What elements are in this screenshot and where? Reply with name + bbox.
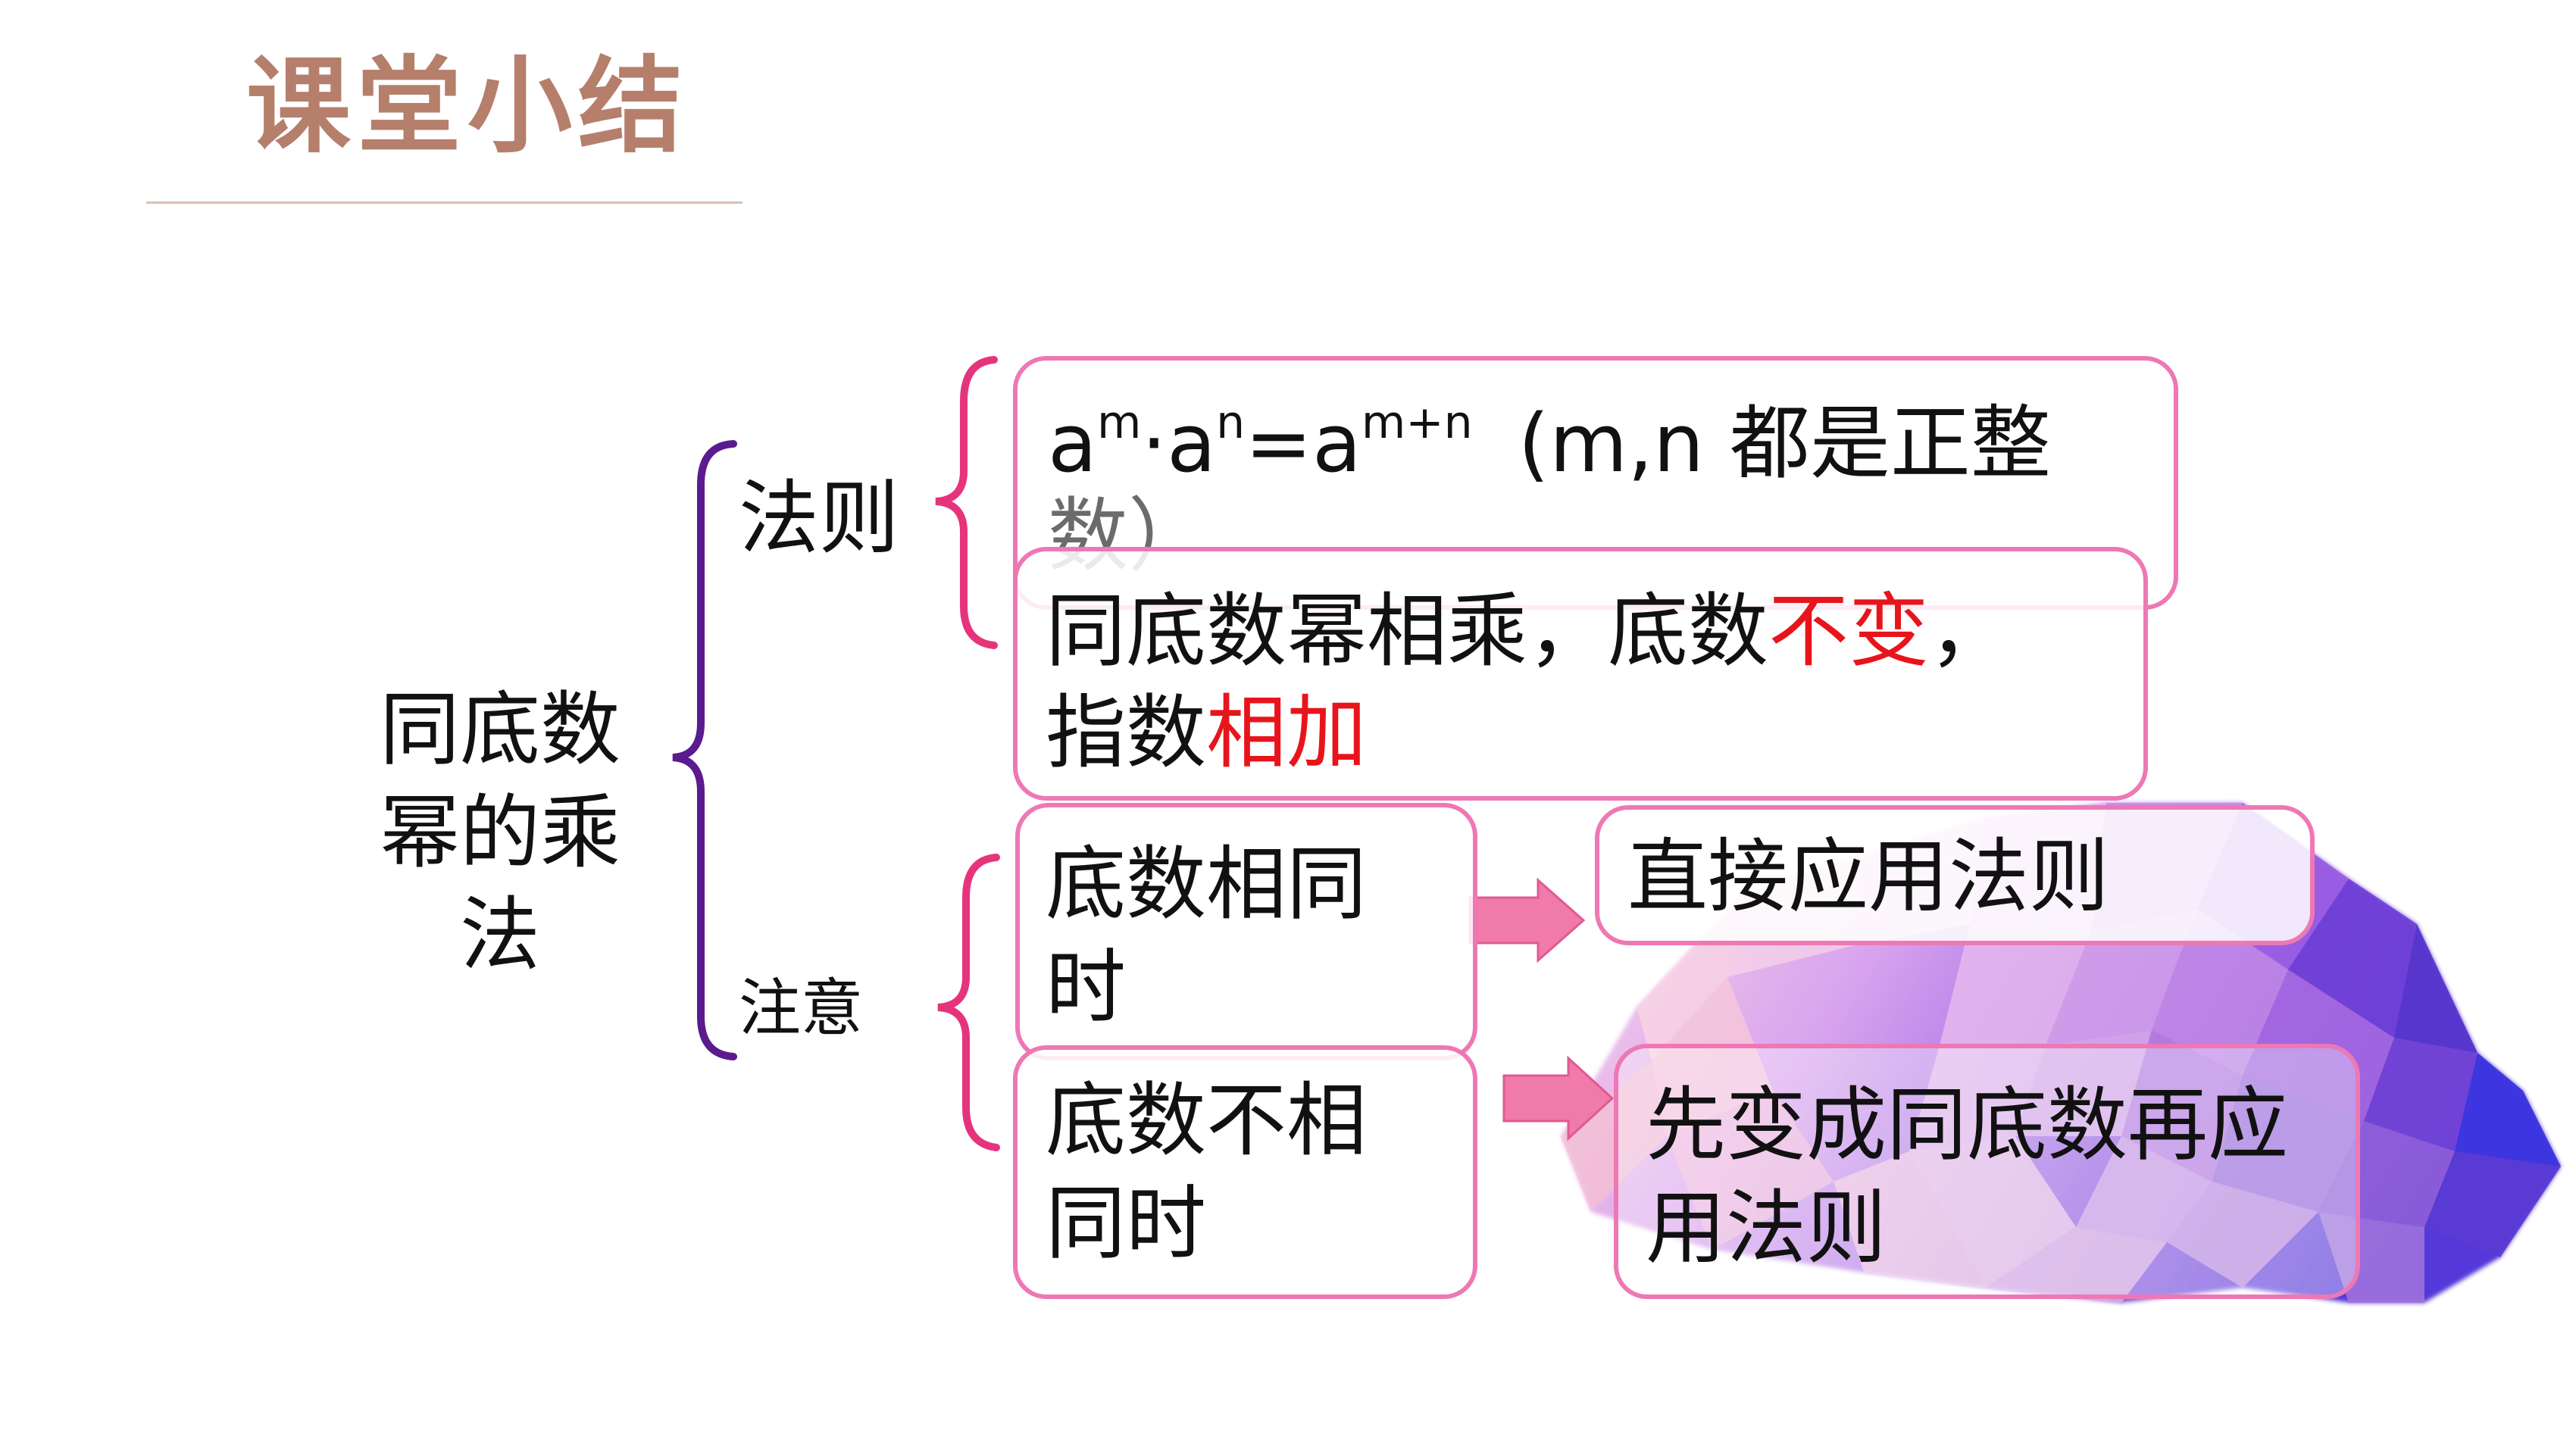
case-same-box	[1015, 803, 1477, 1060]
note-brace	[937, 854, 1000, 1151]
formula-base: a	[1311, 397, 1361, 490]
central-topic: 同底数幂的乘法	[356, 679, 644, 987]
case-different-condition: 底数不相同时	[1046, 1074, 1367, 1270]
formula-base: a	[1167, 397, 1217, 490]
formula-exp-m: m	[1096, 396, 1142, 449]
case-different-box	[1013, 1045, 1477, 1299]
statement-box	[1013, 547, 2148, 801]
action-same-text: 直接应用法则	[1627, 830, 2109, 923]
formula-exp-n: n	[1216, 396, 1246, 449]
action-different-box	[1614, 1044, 2360, 1299]
action-same-box	[1595, 805, 2315, 945]
formula-exp-sum: m+n	[1361, 396, 1473, 449]
keyword-add: 相加	[1206, 686, 1367, 779]
statement-line-1: 同底数幂相乘，底数不变，	[1046, 580, 2009, 683]
action-different-text: 先变成同底数再应用法则	[1646, 1079, 2288, 1275]
statement-part-1: 同底数幂相乘，底数	[1046, 585, 1768, 678]
formula-text: am·an=am+n(m,n 都是正整	[1048, 400, 2051, 484]
statement-line-2: 指数相加	[1046, 682, 1367, 785]
branch-label-rule: 法则	[739, 472, 899, 565]
statement-part-3: 指数	[1046, 686, 1206, 779]
central-topic-text: 同底数幂的乘法	[380, 683, 621, 982]
branch-label-note: 注意	[739, 973, 864, 1045]
keyword-unchanged: 不变	[1768, 585, 1929, 678]
main-brace	[672, 440, 737, 1060]
formula-equals: =	[1245, 397, 1312, 490]
rule-brace	[935, 356, 998, 649]
page-title: 课堂小结	[246, 45, 689, 167]
title-divider	[146, 201, 742, 204]
arrow-right-icon	[1468, 877, 1586, 963]
formula-dot: ·	[1141, 397, 1168, 490]
formula-base: a	[1048, 397, 1097, 490]
arrow-right-icon	[1502, 1055, 1615, 1141]
statement-part-2: ，	[1929, 585, 2009, 678]
formula-condition: (m,n 都是正整	[1518, 397, 2051, 490]
case-same-condition: 底数相同时	[1046, 838, 1367, 1034]
